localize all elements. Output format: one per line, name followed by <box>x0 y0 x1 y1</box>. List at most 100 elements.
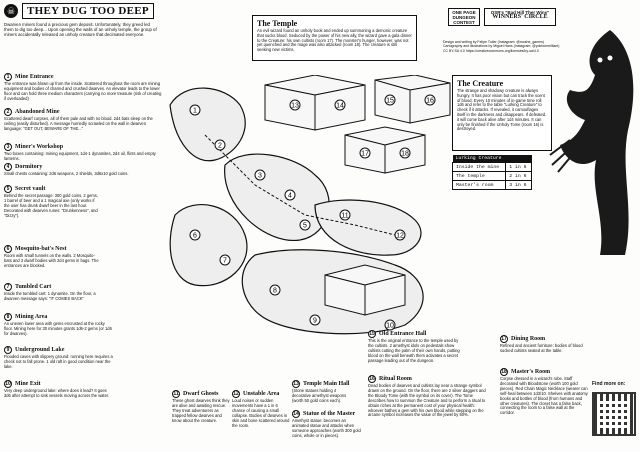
room-title: Miner's Workshop <box>15 143 64 150</box>
room-description: Amethyst statue: becomes an animated sta… <box>292 418 361 438</box>
svg-text:7: 7 <box>223 258 227 265</box>
title-block: ☠ THEY DUG TOO DEEP Dwarven miners found… <box>4 3 164 63</box>
map-cave-region <box>314 199 422 256</box>
room-number-badge: 3 <box>4 143 12 151</box>
room-number-badge: 9 <box>4 346 12 354</box>
temple-text: An evil wizard found an unholy book and … <box>257 28 412 53</box>
room-title: Dining Room <box>511 335 546 342</box>
room-number-badge: 2 <box>4 108 12 116</box>
room-title: Master's Room <box>511 368 551 375</box>
temple-box: The Temple An evil wizard found an unhol… <box>252 15 417 61</box>
svg-text:1: 1 <box>193 108 197 115</box>
svg-text:11: 11 <box>341 213 348 220</box>
room-number-badge: 15 <box>368 330 376 338</box>
room-number-badge: 13 <box>292 380 300 388</box>
room-number-badge: 10 <box>4 380 12 388</box>
room-description: These ghost dwarves think they are alive… <box>172 398 230 423</box>
room-description: (Stone statues holding 4 decorative amet… <box>292 388 347 403</box>
room-number-badge: 8 <box>4 313 12 321</box>
creature-eye-icon-2 <box>607 55 613 61</box>
room-title: Secret vault <box>15 185 46 192</box>
room-title: Dwarf Ghosts <box>183 390 219 397</box>
room-title: Underground Lake <box>15 346 65 353</box>
map-mine-track <box>204 134 396 236</box>
title-badge: ☠ THEY DUG TOO DEEP <box>4 3 164 19</box>
room-title: Unstable Area <box>243 390 280 397</box>
room-number-badge: 6 <box>4 245 12 253</box>
room-description: Loud noises or sudden movements have a 1… <box>232 398 290 428</box>
creature-box: The Creature The strange and shadowy cre… <box>452 75 552 151</box>
room-title: Ritual Room <box>379 375 412 382</box>
room-description: Inside the tumbled cart: 1 dynamite. On … <box>4 291 96 301</box>
svg-text:5: 5 <box>303 223 307 230</box>
room-number-badge: 12 <box>232 390 240 398</box>
creature-claws <box>549 139 579 173</box>
room-title: Abandoned Mine <box>15 108 60 115</box>
room-title: Mosquito-bat's Nest <box>15 245 67 252</box>
svg-text:15: 15 <box>386 98 394 105</box>
creature-illustration <box>549 30 634 255</box>
skull-icon: ☠ <box>4 4 18 18</box>
lurking-table-header: Lurking Creature <box>452 155 532 163</box>
svg-text:9: 9 <box>313 318 317 325</box>
svg-text:16: 16 <box>426 98 434 105</box>
room-description: Corpse dressed in a wizard's robe. Staff… <box>500 376 588 416</box>
room-title: Mine Entrance <box>15 73 54 80</box>
room-title: Dormitory <box>15 163 43 170</box>
room-description: This is the original entrance to the tem… <box>368 338 460 363</box>
svg-text:3: 3 <box>258 173 262 180</box>
qr-code[interactable] <box>592 392 636 436</box>
creature-silhouette <box>560 30 634 255</box>
creature-text: The strange and shadowy creature is alwa… <box>457 88 547 132</box>
room-description: Very deep underground lake: where does i… <box>4 388 110 398</box>
room-number-badge: 14 <box>292 410 300 418</box>
temple-heading: The Temple <box>257 19 298 28</box>
winners-logo: OSR's "Bad Hill Ther Wins" WINNERS' CIRC… <box>484 8 556 26</box>
room-number-badge: 16 <box>368 375 376 383</box>
room-description: Scattered dwarf corpses, all of them pal… <box>4 116 153 131</box>
credits-text: Design and writing by Felipe Tutler (Ins… <box>443 40 560 53</box>
svg-text:14: 14 <box>336 103 344 110</box>
creature-eye-icon <box>597 57 603 63</box>
room-number-badge: 17 <box>500 335 508 343</box>
contest-logo: ONE PAGE DUNGEON CONTEST <box>448 8 480 26</box>
room-description: Flooded caves with slippery ground: runn… <box>4 354 113 369</box>
svg-text:10: 10 <box>386 323 394 330</box>
map-cave-region <box>169 204 248 287</box>
room-description: Behind the secret passage: 300 gold coin… <box>4 193 98 218</box>
svg-text:17: 17 <box>361 151 369 158</box>
title-intro: Dwarven miners found a precious gem depo… <box>4 22 157 38</box>
room-description: Two boxes containing: mining equipment, … <box>4 151 156 161</box>
room-title: Mine Exit <box>15 380 41 387</box>
room-title: Old Entrance Hall <box>379 330 427 337</box>
room-description: An uneven lower area with gems encrusted… <box>4 321 112 336</box>
